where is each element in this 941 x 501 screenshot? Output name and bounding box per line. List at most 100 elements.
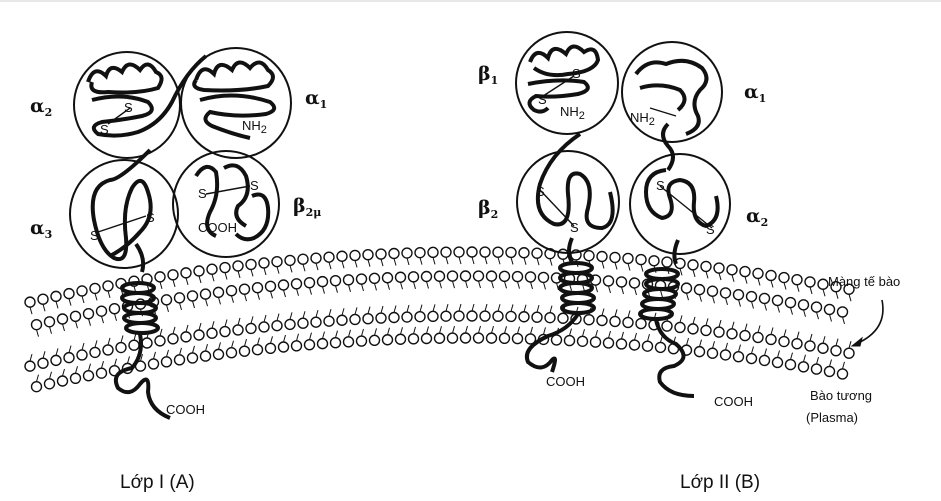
- lipid-head: [506, 311, 516, 321]
- lipid-tail: [193, 346, 195, 353]
- lipid-tail: [680, 268, 682, 275]
- lipid-tail: [713, 341, 715, 348]
- lipid-head: [792, 275, 802, 285]
- lipid-tail: [622, 287, 624, 294]
- lipid-head: [799, 362, 809, 372]
- lipid-head: [168, 270, 178, 280]
- class1-s-label: S: [124, 100, 133, 115]
- lipid-tail: [804, 355, 806, 362]
- lipid-head: [610, 252, 620, 262]
- lipid-head: [643, 341, 653, 351]
- class2-beta1-nh2-label: NH2: [560, 104, 585, 122]
- class2-s-label: S: [706, 222, 715, 237]
- cell-membrane: [25, 247, 854, 392]
- lipid-tail: [115, 314, 117, 321]
- lipid-head: [402, 248, 412, 258]
- lipid-head: [155, 336, 165, 346]
- class1-alpha1-label: α1: [305, 87, 327, 111]
- lipid-head: [474, 271, 484, 281]
- lipid-head: [246, 323, 256, 333]
- class2-beta-transmembrane-helix: [560, 263, 594, 313]
- lipid-head: [337, 315, 347, 325]
- class2-beta1-label: β1: [478, 63, 498, 87]
- membrane-pointer-arrow: [856, 300, 883, 344]
- lipid-head: [630, 278, 640, 288]
- lipid-tail: [407, 305, 409, 312]
- lipid-tail: [797, 285, 799, 292]
- lipid-head: [162, 357, 172, 367]
- lipid-head: [376, 313, 386, 323]
- lipid-head: [279, 280, 289, 290]
- lipid-tail: [297, 289, 299, 296]
- lipid-tail: [518, 327, 520, 334]
- lipid-head: [617, 277, 627, 287]
- lipid-head: [240, 346, 250, 356]
- class2-ss-bond-a2: [660, 186, 712, 228]
- lipid-head: [461, 271, 471, 281]
- lipid-head: [311, 317, 321, 327]
- lipid-head: [32, 382, 42, 392]
- lipid-tail: [485, 304, 487, 311]
- lipid-head: [805, 277, 815, 287]
- lipid-head: [597, 316, 607, 326]
- lipid-head: [779, 273, 789, 283]
- lipid-head: [532, 312, 542, 322]
- lipid-tail: [401, 282, 403, 289]
- lipid-tail: [706, 318, 708, 325]
- lipid-head: [422, 333, 432, 343]
- class2-alpha2-label: α2: [746, 205, 768, 229]
- lipid-head: [831, 346, 841, 356]
- lipid-head: [812, 302, 822, 312]
- lipid-head: [233, 325, 243, 335]
- lipid-head: [396, 334, 406, 344]
- lipid-head: [779, 337, 789, 347]
- class1-beta2m-label: β2μ: [293, 195, 321, 219]
- arrow-head-icon: [852, 338, 862, 346]
- lipid-tail: [648, 334, 650, 341]
- lipid-tail: [297, 334, 299, 341]
- lipid-tail: [778, 305, 780, 312]
- lipid-head: [64, 289, 74, 299]
- lipid-tail: [316, 263, 318, 270]
- lipid-tail: [745, 324, 747, 331]
- lipid-tail: [245, 339, 247, 346]
- lipid-head: [727, 329, 737, 339]
- lipid-tail: [459, 257, 461, 264]
- lipid-head: [194, 330, 204, 340]
- lipid-tail: [420, 258, 422, 265]
- lipid-head: [825, 366, 835, 376]
- class1-alpha2-label: α2: [30, 95, 52, 119]
- lipid-tail: [63, 369, 65, 376]
- lipid-head: [714, 327, 724, 337]
- lipid-tail: [784, 330, 786, 337]
- lipid-head: [90, 347, 100, 357]
- lipid-tail: [511, 304, 513, 311]
- lipid-head: [532, 248, 542, 258]
- lipid-tail: [128, 356, 130, 363]
- lipid-head: [188, 353, 198, 363]
- lipid-tail: [271, 336, 273, 343]
- lipid-head: [363, 314, 373, 324]
- class2-cooh-right-label: COOH: [714, 394, 753, 409]
- lipid-tail: [810, 287, 812, 294]
- lipid-head: [760, 293, 770, 303]
- lipid-tail: [206, 344, 208, 351]
- lipid-head: [266, 343, 276, 353]
- lipid-head: [844, 348, 854, 358]
- class2-ss-bond-a1: [650, 108, 676, 116]
- lipid-head: [71, 311, 81, 321]
- lipid-tail: [836, 292, 838, 299]
- lipid-head: [344, 337, 354, 347]
- lipid-head: [272, 257, 282, 267]
- lipid-tail: [89, 319, 91, 326]
- lipid-tail: [498, 304, 500, 311]
- lipid-tail: [336, 286, 338, 293]
- lipid-tail: [303, 311, 305, 318]
- lipid-tail: [492, 326, 494, 333]
- lipid-tail: [329, 309, 331, 316]
- lipid-tail: [615, 309, 617, 316]
- lipid-tail: [349, 285, 351, 292]
- lipid-tail: [628, 310, 630, 317]
- lipid-tail: [206, 299, 208, 306]
- lipid-tail: [238, 271, 240, 278]
